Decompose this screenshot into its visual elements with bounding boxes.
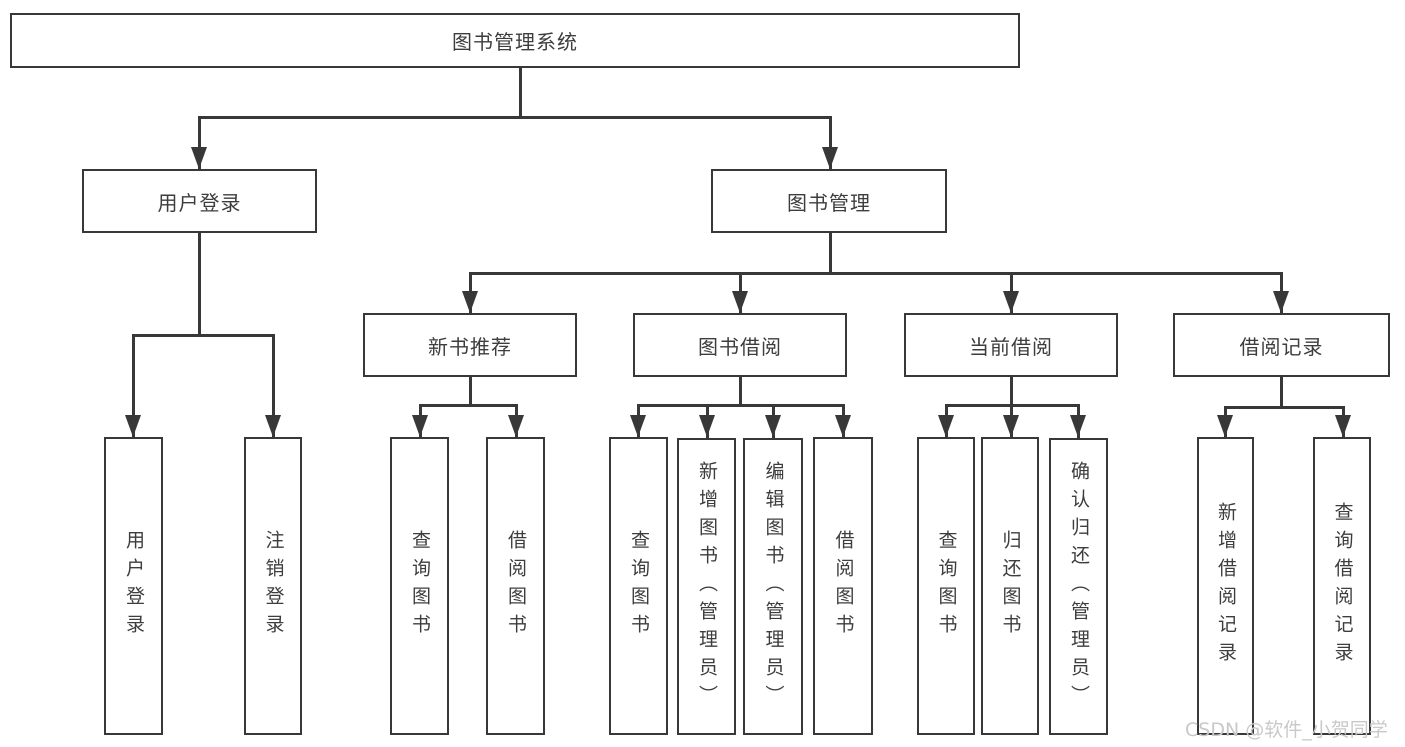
node-root: 图书管理系统: [10, 13, 1020, 68]
arrow-down-icon: [125, 415, 141, 437]
watermark: CSDN @软件_小贺同学: [1185, 719, 1388, 741]
arrow-down-icon: [462, 291, 478, 313]
arrow-down-icon: [938, 415, 954, 437]
node-leaf-bb-borrow: 借阅图书: [813, 437, 873, 735]
arrow-down-icon: [765, 415, 781, 437]
node-leaf-br-add: 新增借阅记录: [1197, 437, 1254, 735]
connector-line-vertical: [519, 67, 522, 118]
node-leaf-br-query: 查询借阅记录: [1313, 437, 1371, 735]
connector-line-vertical: [198, 232, 201, 336]
arrow-down-icon: [265, 415, 281, 437]
node-new-book-recommend: 新书推荐: [363, 313, 577, 377]
node-leaf-cb-confirm: 确认归还（管理员）: [1049, 438, 1108, 735]
connector-line-vertical: [829, 116, 832, 170]
connector-line-vertical: [1010, 376, 1013, 406]
connector-line-vertical: [132, 334, 135, 438]
node-book-borrow: 图书借阅: [633, 313, 847, 377]
node-leaf-cb-return: 归还图书: [981, 437, 1039, 735]
connector-line-vertical: [469, 376, 472, 406]
connector-line-vertical: [272, 334, 275, 438]
arrow-down-icon: [191, 147, 207, 169]
node-borrow-record: 借阅记录: [1173, 313, 1390, 377]
connector-line-horizontal: [1224, 406, 1345, 409]
node-user-login: 用户登录: [82, 169, 317, 233]
node-leaf-bb-add: 新增图书（管理员）: [677, 438, 736, 735]
arrow-down-icon: [630, 415, 646, 437]
node-leaf-bb-query: 查询图书: [609, 437, 668, 735]
arrow-down-icon: [412, 415, 428, 437]
node-leaf-nb-borrow: 借阅图书: [486, 437, 545, 735]
connector-line-vertical: [829, 232, 832, 274]
node-leaf-cb-query: 查询图书: [917, 437, 975, 735]
node-leaf-bb-edit: 编辑图书（管理员）: [743, 438, 803, 735]
arrow-down-icon: [699, 415, 715, 437]
arrow-down-icon: [835, 415, 851, 437]
arrow-down-icon: [822, 147, 838, 169]
node-leaf-user-login: 用户登录: [104, 437, 163, 735]
arrow-down-icon: [1273, 291, 1289, 313]
arrow-down-icon: [1070, 415, 1086, 437]
connector-line-horizontal: [132, 334, 275, 337]
arrow-down-icon: [508, 415, 524, 437]
arrow-down-icon: [732, 291, 748, 313]
arrow-down-icon: [1335, 415, 1351, 437]
connector-line-vertical: [1280, 376, 1283, 408]
node-current-borrow: 当前借阅: [904, 313, 1118, 377]
connector-line-horizontal: [637, 404, 845, 407]
arrow-down-icon: [1003, 415, 1019, 437]
connector-line-horizontal: [198, 116, 832, 119]
node-leaf-logout: 注销登录: [244, 437, 302, 735]
node-leaf-nb-query: 查询图书: [390, 437, 449, 735]
connector-line-vertical: [739, 376, 742, 406]
connector-line-horizontal: [469, 272, 1283, 275]
arrow-down-icon: [1217, 415, 1233, 437]
connector-line-vertical: [198, 116, 201, 170]
node-book-mgmt: 图书管理: [711, 169, 947, 233]
arrow-down-icon: [1003, 291, 1019, 313]
connector-line-horizontal: [419, 404, 518, 407]
